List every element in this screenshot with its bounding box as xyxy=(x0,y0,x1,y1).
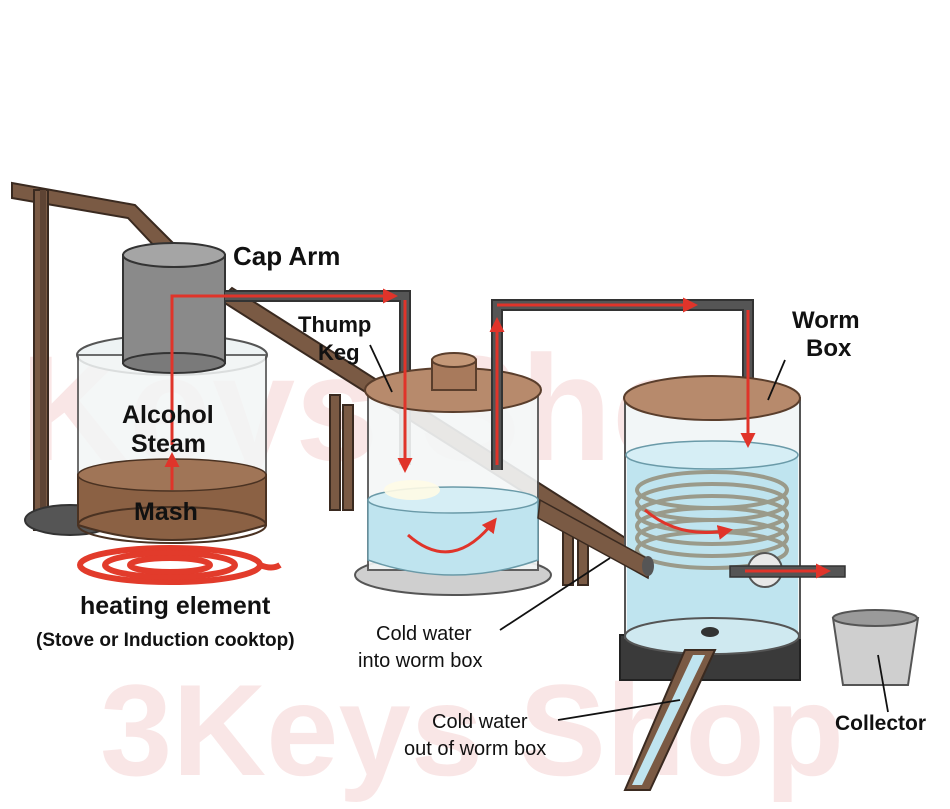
leader-collector xyxy=(877,654,889,713)
label-cold-in-line1: Cold water xyxy=(376,623,472,645)
label-cold-in-line2: into worm box xyxy=(358,650,483,672)
label-cold-out-line2: out of worm box xyxy=(404,738,546,760)
label-stove: (Stove or Induction cooktop) xyxy=(36,630,295,651)
label-thump: Thump xyxy=(298,312,371,337)
worm-box xyxy=(537,375,846,791)
label-cold-out-line1: Cold water xyxy=(432,711,528,733)
label-box: Box xyxy=(806,335,852,362)
label-keg: Keg xyxy=(318,340,360,365)
worm-box-lid xyxy=(623,375,801,421)
label-alcohol: Alcohol xyxy=(122,401,214,429)
still-cap xyxy=(122,242,226,374)
collector-bucket xyxy=(831,609,920,686)
label-worm: Worm xyxy=(792,307,860,334)
leader-cold-out xyxy=(557,699,681,721)
label-heating-element: heating element xyxy=(80,592,271,620)
leader-thump-keg xyxy=(369,344,393,393)
flow-arrows xyxy=(164,288,831,579)
flow-arrow-coil xyxy=(644,508,733,540)
leader-lines xyxy=(369,344,889,721)
label-steam: Steam xyxy=(131,430,206,458)
wood-leg-2 xyxy=(342,404,354,511)
flow-arrow-keg-swirl xyxy=(407,517,497,554)
thump-keg xyxy=(354,352,552,596)
watermark-bottom: 3Keys Shop xyxy=(100,657,844,803)
wood-leg-3 xyxy=(562,529,574,586)
label-mash: Mash xyxy=(134,498,198,526)
leader-worm-box xyxy=(767,359,786,401)
heating-element-coil xyxy=(77,545,282,585)
label-collector: Collector xyxy=(835,712,926,735)
wood-leg-1 xyxy=(329,394,341,511)
label-cap-arm: Cap Arm xyxy=(233,241,340,271)
leader-cold-in xyxy=(499,557,611,631)
